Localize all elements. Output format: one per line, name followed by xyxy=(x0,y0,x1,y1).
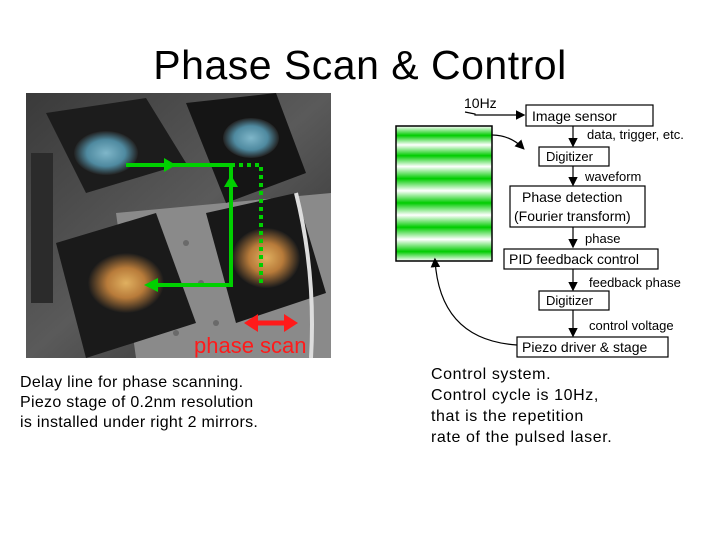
pid-box xyxy=(503,248,659,270)
feedback-phase-arrow-label: feedback phase xyxy=(589,275,681,290)
beam-arrow-head xyxy=(164,158,176,172)
pid-label: PID feedback control xyxy=(509,251,639,267)
right-caption-line: Control cycle is 10Hz, xyxy=(431,387,599,404)
input-rate-label: 10Hz xyxy=(464,95,497,111)
beam-arrow-head xyxy=(224,175,238,187)
digitizer-box xyxy=(538,146,610,167)
left-caption-line: Piezo stage of 0.2nm resolution xyxy=(20,394,254,411)
cable xyxy=(294,192,314,358)
input-arrow xyxy=(464,110,526,120)
phase-scan-arrows xyxy=(244,314,298,332)
phase-detection-box xyxy=(509,185,646,228)
phase-detection-sublabel: (Fourier transform) xyxy=(514,208,631,224)
right-caption-line: that is the repetition xyxy=(431,408,584,425)
delay-line-photo: phase scan xyxy=(26,93,331,358)
right-caption-line: Control system. xyxy=(431,366,552,383)
beam-arrows xyxy=(144,158,238,292)
right-caption: Control system. Control cycle is 10Hz, t… xyxy=(431,364,612,448)
mirror xyxy=(232,228,300,288)
right-caption-line: rate of the pulsed laser. xyxy=(431,429,613,446)
piezo-to-image-arrow xyxy=(430,257,518,346)
digitizer-label: Digitizer xyxy=(546,149,594,164)
data-arrow-label: data, trigger, etc. xyxy=(587,127,684,142)
image-sensor-box xyxy=(525,104,654,127)
mirror xyxy=(74,131,138,175)
digitizer-label: Digitizer xyxy=(546,293,594,308)
image-to-sensor-arrow xyxy=(491,134,525,150)
optical-post xyxy=(31,153,53,303)
laser-beam-path xyxy=(126,163,263,287)
image-sensor-label: Image sensor xyxy=(532,108,617,124)
piezo-driver-box xyxy=(516,336,669,358)
slide-title: Phase Scan & Control xyxy=(153,42,567,88)
control-flow-diagram: 10Hz Image sensor data, trigger, etc. Di… xyxy=(395,95,684,358)
interference-fringe-image xyxy=(395,125,493,262)
control-voltage-arrow-label: control voltage xyxy=(589,318,674,333)
left-caption-line: Delay line for phase scanning. xyxy=(20,374,244,391)
phase-arrow-label: phase xyxy=(585,231,620,246)
phase-scan-label: phase scan xyxy=(194,333,307,358)
piezo-driver-label: Piezo driver & stage xyxy=(522,339,647,355)
phase-detection-label: Phase detection xyxy=(522,189,622,205)
left-caption: Delay line for phase scanning. Piezo sta… xyxy=(20,373,258,433)
beam-arrow-head xyxy=(144,278,158,292)
phase-scan-arrow-head xyxy=(284,314,298,332)
mirror xyxy=(88,253,164,313)
left-caption-line: is installed under right 2 mirrors. xyxy=(20,414,259,431)
phase-scan-arrow-head xyxy=(244,314,258,332)
waveform-arrow-label: waveform xyxy=(584,169,641,184)
mirror xyxy=(223,118,279,158)
digitizer-box xyxy=(538,290,610,311)
